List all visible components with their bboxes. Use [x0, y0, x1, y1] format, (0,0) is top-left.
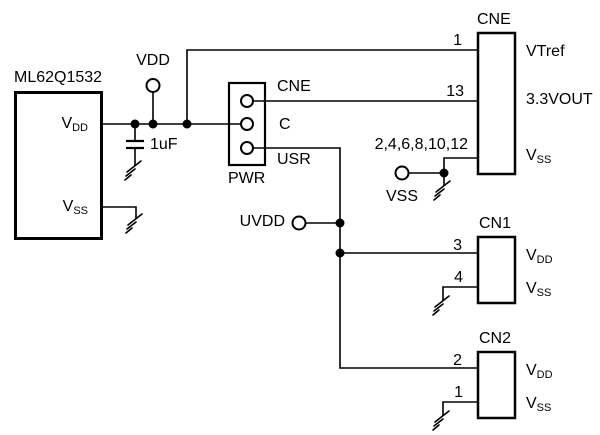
- pwr-pin-usr-label: USR: [277, 151, 311, 168]
- mcu-pin-vss-label: VSS: [48, 199, 88, 219]
- junction-dot: [335, 218, 345, 228]
- uvdd-supply-label: UVDD: [239, 213, 285, 230]
- vdd-supply-label: VDD: [136, 52, 170, 69]
- wire-cne-pin1: [186, 49, 478, 124]
- cne-signal-vss: VSS: [526, 148, 551, 168]
- pwr-pin-c-label: C: [279, 116, 291, 133]
- pwr-pin-cne-circle: [240, 94, 254, 108]
- cne-pin-row-label: 2,4,6,8,10,12: [374, 136, 468, 153]
- cne-pin-13-number: 13: [446, 83, 464, 100]
- cn1-pin-4-number: 4: [454, 269, 463, 286]
- mcu-pin-vss-sub: SS: [73, 205, 88, 217]
- cn2-pin-1-number: 1: [454, 384, 463, 401]
- cn2-signal-vss: VSS: [526, 396, 551, 416]
- capacitor-symbol: [126, 139, 144, 150]
- cn1-connector-box: [476, 235, 517, 305]
- cn1-signal-vdd-base: V: [526, 247, 537, 264]
- uvdd-supply-circle: [291, 215, 307, 231]
- ground-symbol-cn2: [432, 410, 450, 431]
- mcu-title: ML62Q1532: [14, 69, 103, 86]
- pwr-pin-cne-label: CNE: [277, 78, 311, 95]
- ground-symbol-cne-vss: [433, 180, 451, 201]
- cne-title: CNE: [477, 11, 511, 28]
- cn1-pin-3-number: 3: [453, 237, 462, 254]
- cn1-signal-vss-base: V: [526, 280, 537, 297]
- junction-dot: [439, 168, 449, 178]
- cn2-pin-2-number: 2: [453, 352, 462, 369]
- junction-dot: [148, 119, 158, 129]
- junction-dot: [130, 119, 140, 129]
- mcu-pin-vss-base: V: [62, 198, 74, 215]
- cn2-signal-vss-sub: SS: [536, 402, 552, 414]
- capacitor-value-label: 1uF: [150, 136, 178, 153]
- cn2-signal-vss-base: V: [526, 395, 537, 412]
- wires: [102, 49, 478, 416]
- vss-supply-label: VSS: [385, 188, 418, 205]
- wire-cne-vss-pin: [443, 157, 478, 173]
- cn1-signal-vss: VSS: [526, 281, 551, 301]
- pwr-title: PWR: [228, 170, 266, 187]
- cn2-title: CN2: [479, 330, 512, 347]
- ground-symbol-cn1: [432, 295, 450, 316]
- mcu-pin-vdd-sub: DD: [72, 122, 88, 134]
- cn2-connector-box: [476, 350, 517, 420]
- cn1-signal-vdd: VDD: [526, 248, 553, 268]
- cne-connector-box: [476, 31, 517, 176]
- junction-dot: [182, 119, 192, 129]
- pwr-pin-usr-circle: [240, 141, 254, 155]
- mcu-pin-vdd-label: VDD: [48, 116, 88, 136]
- ground-symbol-capacitor: [124, 160, 142, 181]
- vss-supply-circle: [394, 165, 410, 181]
- junction-dots: [130, 119, 449, 258]
- cn2-signal-vdd: VDD: [526, 363, 553, 383]
- wire-usr-cn2: [253, 147, 478, 369]
- pwr-connector-box: [227, 81, 267, 167]
- ground-symbol-mcu-vss: [125, 213, 143, 234]
- wire-cn1-gnd: [442, 286, 478, 301]
- cne-signal-vout: 3.3VOUT: [526, 91, 593, 108]
- mcu-pin-vdd-base: V: [61, 115, 73, 132]
- cn1-title: CN1: [479, 215, 512, 232]
- cne-signal-vtref: VTref: [526, 43, 565, 60]
- cne-signal-vss-base: V: [526, 147, 537, 164]
- wire-mcu-vss: [102, 206, 137, 219]
- cne-pin-1-number: 1: [453, 32, 462, 49]
- wire-cn2-gnd: [442, 401, 478, 416]
- pwr-pin-c-circle: [240, 117, 254, 131]
- junction-dot: [335, 248, 345, 258]
- cn1-signal-vdd-sub: DD: [536, 254, 553, 266]
- cn2-signal-vdd-base: V: [526, 362, 537, 379]
- cn1-signal-vss-sub: SS: [536, 287, 552, 299]
- vdd-supply-circle: [145, 78, 161, 93]
- cn2-signal-vdd-sub: DD: [536, 369, 553, 381]
- cne-signal-vss-sub: SS: [536, 154, 552, 166]
- mcu-box: [14, 91, 103, 240]
